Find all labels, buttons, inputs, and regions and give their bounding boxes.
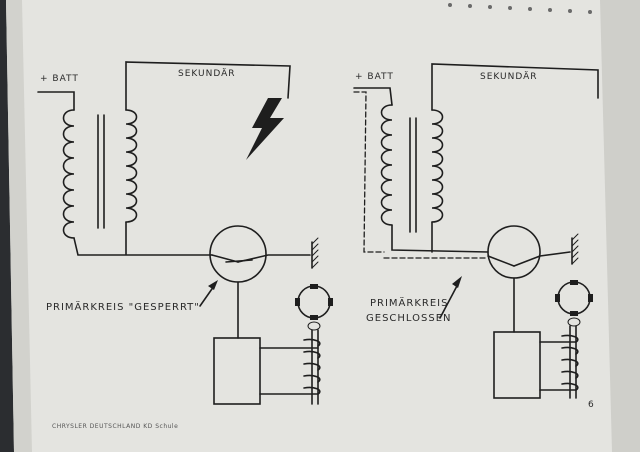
paper-page	[6, 0, 640, 452]
spark-icon	[246, 98, 284, 160]
right-primary-label-line1: PRIMÄRKREIS	[370, 298, 449, 309]
publisher-footer: CHRYSLER DEUTSCHLAND KD Schule	[52, 423, 179, 430]
binder-holes	[448, 3, 592, 14]
left-secondary-coil	[125, 109, 138, 223]
left-primary-label: PRIMÄRKREIS "GESPERRT"	[46, 302, 200, 313]
right-primary-coil	[380, 104, 393, 226]
left-batt-label: + BATT	[40, 74, 79, 84]
left-circuit	[37, 61, 333, 405]
right-circuit	[353, 63, 599, 399]
right-relay-box	[493, 331, 541, 399]
right-ground-symbol	[571, 233, 579, 265]
right-solenoid	[561, 325, 579, 399]
left-ground-symbol	[311, 237, 319, 269]
right-secondary-label: SEKUNDÄR	[480, 72, 538, 82]
left-relay-box	[213, 337, 261, 405]
left-secondary-label: SEKUNDÄR	[178, 69, 236, 79]
left-primary-coil	[62, 109, 75, 239]
right-primary-label-line2: GESCHLOSSEN	[366, 313, 452, 324]
right-batt-label: + BATT	[355, 72, 394, 82]
right-secondary-coil	[431, 109, 444, 223]
left-solenoid	[303, 329, 321, 405]
page-number: 6	[588, 400, 595, 410]
